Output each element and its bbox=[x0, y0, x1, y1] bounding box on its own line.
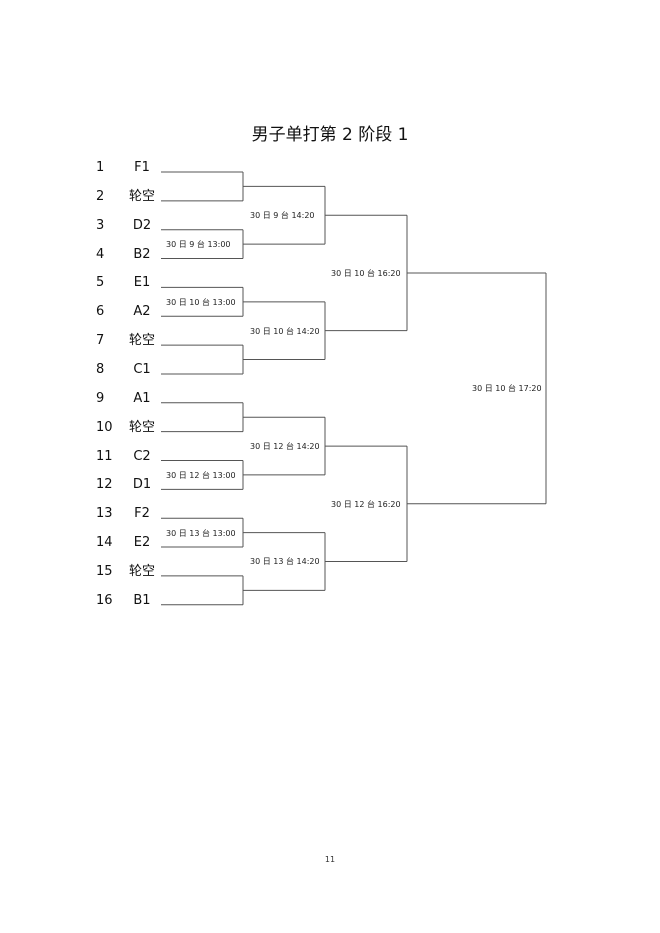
seed-number: 8 bbox=[96, 361, 105, 377]
seed-number: 16 bbox=[96, 592, 113, 608]
seed-number: 13 bbox=[96, 506, 113, 522]
seed-number: 2 bbox=[96, 188, 105, 204]
match-schedule: 30 日 10 台 16:20 bbox=[331, 268, 401, 278]
match-schedule: 30 日 9 台 14:20 bbox=[250, 211, 315, 221]
player-name: F2 bbox=[134, 506, 150, 522]
match-schedule: 30 日 13 台 13:00 bbox=[166, 528, 236, 538]
player-name: 轮空 bbox=[128, 419, 155, 435]
match-schedule: 30 日 10 台 14:20 bbox=[250, 326, 320, 336]
player-name: D1 bbox=[132, 477, 152, 493]
player-name: E1 bbox=[133, 275, 151, 291]
player-name: 轮空 bbox=[128, 333, 155, 349]
player-name: B1 bbox=[133, 592, 151, 608]
player-name: 轮空 bbox=[128, 563, 155, 579]
seed-number: 7 bbox=[96, 333, 105, 349]
seed-number: 14 bbox=[96, 535, 113, 551]
player-name: D2 bbox=[132, 217, 152, 233]
seed-number: 11 bbox=[96, 448, 113, 464]
player-name: F1 bbox=[134, 160, 150, 175]
seed-number: 4 bbox=[96, 246, 105, 262]
match-schedule: 30 日 13 台 14:20 bbox=[250, 557, 320, 567]
player-name: E2 bbox=[133, 535, 151, 551]
page-title: 男子单打第 2 阶段 1 bbox=[251, 125, 409, 145]
player-name: 轮空 bbox=[128, 188, 155, 204]
player-name: B2 bbox=[133, 246, 151, 262]
match-schedule: 30 日 12 台 16:20 bbox=[331, 499, 401, 509]
player-name: A2 bbox=[133, 304, 151, 320]
seed-number: 9 bbox=[96, 390, 105, 406]
player-name: C2 bbox=[133, 448, 151, 464]
page-number: 11 bbox=[324, 855, 336, 864]
seed-number: 1 bbox=[96, 160, 105, 175]
match-schedule: 30 日 9 台 13:00 bbox=[166, 240, 231, 250]
seed-number: 6 bbox=[96, 304, 105, 320]
seed-number: 3 bbox=[96, 217, 105, 233]
player-name: C1 bbox=[133, 361, 151, 377]
seed-number: 15 bbox=[96, 563, 113, 579]
match-schedule: 30 日 12 台 13:00 bbox=[166, 470, 236, 480]
match-schedule: 30 日 10 台 13:00 bbox=[166, 297, 236, 307]
seed-number: 12 bbox=[96, 477, 113, 493]
seed-number: 10 bbox=[96, 419, 113, 435]
player-name: A1 bbox=[133, 390, 151, 406]
seed-number: 5 bbox=[96, 275, 105, 291]
match-schedule: 30 日 12 台 14:20 bbox=[250, 442, 320, 452]
match-schedule: 30 日 10 台 17:20 bbox=[472, 384, 542, 394]
